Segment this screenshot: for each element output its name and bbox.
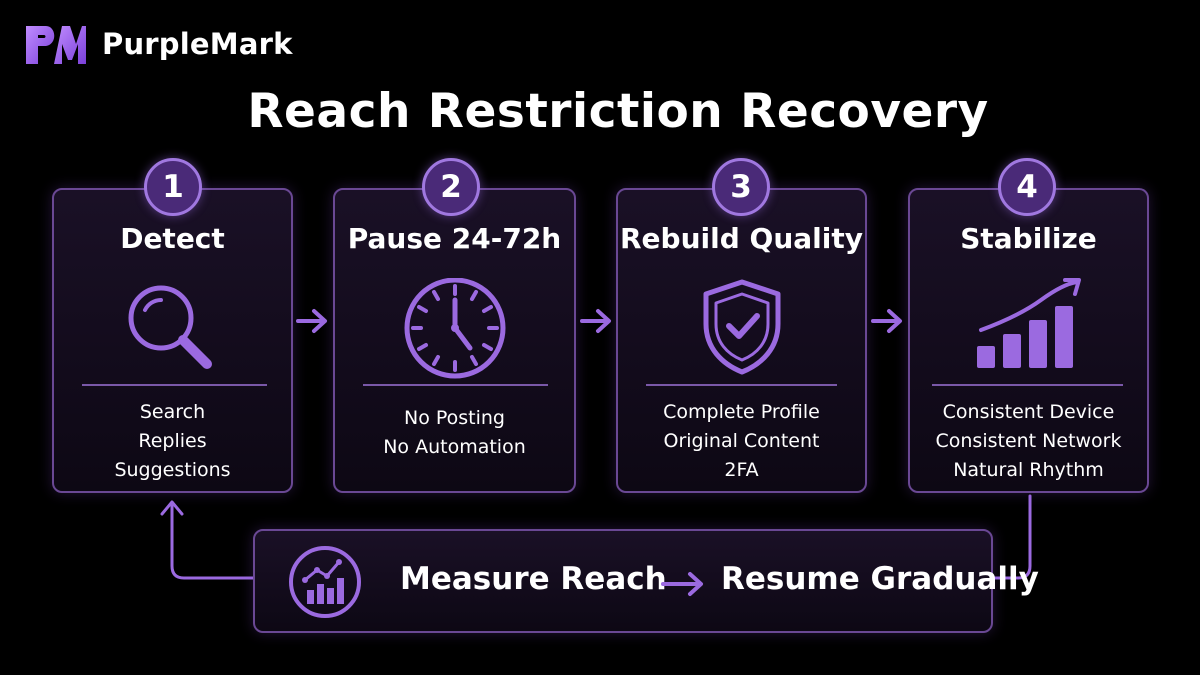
step-item: 2FA [724,459,759,481]
step-item: Consistent Network [935,430,1122,452]
clock-icon [404,278,505,379]
growth-chart-icon [976,278,1081,368]
step-item: Suggestions [114,459,231,481]
step-title: Rebuild Quality [620,222,863,255]
step-number-badge: 3 [712,158,770,216]
step-card-stabilize: Stabilize Consistent Device Consistent N… [908,188,1149,493]
step-item: Consistent Device [942,401,1115,423]
right-arrow-icon [296,309,327,333]
analytics-chart-icon [289,546,361,618]
step-item: Replies [138,430,207,452]
purplemark-logo-icon [26,26,86,64]
step-number-badge: 1 [144,158,202,216]
card-divider [932,384,1123,386]
step-number-badge: 2 [422,158,480,216]
step-number-badge: 4 [998,158,1056,216]
measure-resume-box: Measure Reach Resume Gradually [253,529,1039,633]
step-item: Original Content [663,430,820,452]
step-item: No Posting [403,407,505,429]
step-item: Complete Profile [663,401,820,423]
step-title: Stabilize [960,222,1097,255]
step-card-detect: Detect Search Replies Suggestions [52,188,293,493]
card-divider [82,384,267,386]
page-title: Reach Restriction Recovery [247,84,989,139]
resume-gradually-label: Resume Gradually [721,561,1039,597]
card-divider [646,384,837,386]
step-card-rebuild-quality: Rebuild Quality Complete Profile Origina… [616,188,867,493]
brand: PurpleMark [24,22,293,66]
magnifying-glass-icon [128,285,212,369]
shield-check-icon [703,279,780,375]
step-title: Pause 24-72h [347,222,562,255]
brand-name: PurpleMark [102,27,293,61]
right-arrow-icon [661,572,703,596]
right-arrow-icon [871,309,902,333]
measure-reach-label: Measure Reach [400,561,667,597]
step-item: Search [139,401,206,423]
step-card-pause: Pause 24-72h No Posting No Automation [333,188,576,493]
card-divider [363,384,548,386]
step-title: Detect [120,222,225,255]
step-item: Natural Rhythm [953,459,1104,481]
step-item: No Automation [383,436,526,458]
right-arrow-icon [580,309,611,333]
